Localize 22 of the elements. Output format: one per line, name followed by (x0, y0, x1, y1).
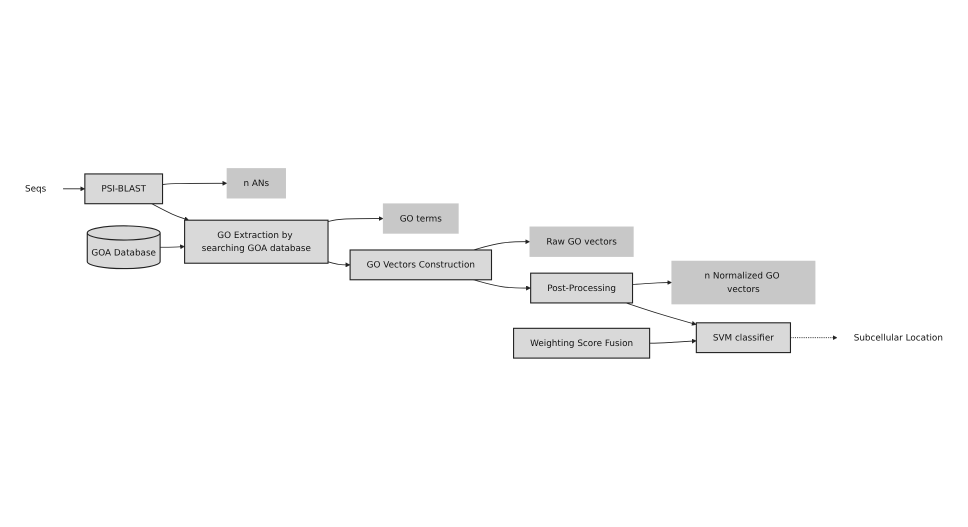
arrow (649, 338, 697, 344)
arrow (328, 262, 350, 268)
arrow (62, 186, 86, 192)
arrow (790, 336, 838, 340)
node-box: Raw GO vectors (530, 226, 634, 258)
node-box: GO terms (382, 204, 459, 234)
arrow (328, 216, 384, 222)
node-text: Subcellular Location (854, 332, 943, 343)
node-box: GO Vectors Construction (350, 250, 492, 281)
node-text: Seqs (25, 184, 46, 194)
node-box: Post-Processing (530, 272, 634, 304)
node-box: PSI-BLAST (84, 174, 164, 204)
node-box: n Normalized GO vectors (671, 260, 816, 305)
arrow (632, 280, 672, 286)
node-box: SVM classifier (696, 322, 792, 354)
arrow (151, 204, 190, 222)
node-box: n ANs (226, 168, 286, 199)
node-box: GO Extraction by searching GOA database (184, 220, 329, 264)
arrow (472, 240, 530, 251)
arrow (160, 244, 185, 250)
arrow (162, 181, 228, 186)
node-box: Weighting Score Fusion (513, 328, 650, 359)
